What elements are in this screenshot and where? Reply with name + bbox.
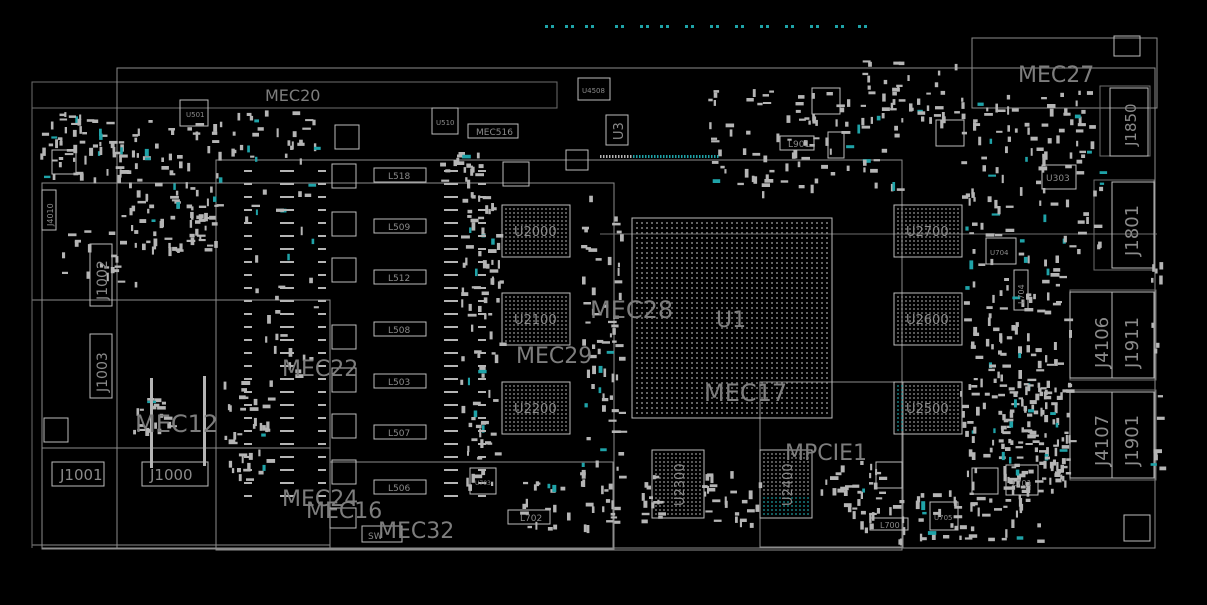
label-l507: L507 (388, 429, 410, 439)
label-u4508: U4508 (582, 87, 605, 95)
label-j4106: J4106 (1092, 317, 1113, 369)
label-u2300: U2300 (673, 463, 688, 506)
u1-bga-chip (631, 217, 833, 419)
label-j1911: J1911 (1122, 317, 1143, 369)
label-u2000: U2000 (514, 225, 557, 240)
label-j1801: J1801 (1122, 205, 1143, 257)
label-mec516: MEC516 (476, 128, 513, 138)
label-j4107: J4107 (1092, 415, 1113, 467)
label-l508: L508 (388, 326, 410, 336)
label-u2500: U2500 (906, 402, 949, 417)
label-mec22: MEC22 (282, 357, 358, 382)
label-u2400: U2400 (781, 463, 796, 506)
label-l702: L702 (520, 514, 542, 524)
label-u510: U510 (436, 119, 454, 127)
label-u703: U703 (475, 480, 491, 487)
label-l512: L512 (388, 274, 410, 284)
label-l700: L700 (880, 521, 900, 530)
part-labels: U2000 U2100 U2200 U2700 U2600 U2500 U230… (46, 87, 1143, 542)
label-u2100: U2100 (514, 313, 557, 328)
small-ic-column (43, 35, 1151, 542)
label-sw: SW (368, 532, 383, 542)
label-u1: U1 (716, 308, 746, 333)
label-j4010: J4010 (46, 203, 55, 227)
label-j1003: J1003 (95, 352, 111, 393)
label-mec32: MEC32 (378, 519, 454, 544)
label-l901: L901 (788, 140, 810, 150)
label-j1001: J1001 (59, 466, 103, 484)
label-l701: L701 (1012, 479, 1032, 488)
label-l518: L518 (388, 172, 410, 182)
label-j1002: J1002 (95, 260, 111, 301)
label-l704: L704 (1017, 284, 1026, 304)
label-u501: U501 (186, 111, 204, 119)
passive-components (40, 60, 1167, 546)
label-mec20: MEC20 (265, 86, 320, 105)
label-j1850: J1850 (1122, 103, 1140, 147)
label-u704: U704 (990, 249, 1009, 257)
label-mec27: MEC27 (1018, 63, 1094, 88)
top-pad-row (545, 25, 867, 28)
label-l509: L509 (388, 223, 410, 233)
label-l506: L506 (388, 484, 410, 494)
label-u2200: U2200 (514, 402, 557, 417)
label-mec28: MEC28 (590, 296, 673, 324)
label-u3: U3 (612, 122, 627, 140)
label-u303: U303 (1046, 174, 1070, 184)
label-u2600: U2600 (906, 313, 949, 328)
label-mec24: MEC24 (282, 487, 358, 512)
large-labels: MEC20 MEC27 MEC28 MEC29 MEC22 MEC12 MEC1… (135, 63, 1094, 544)
label-j1000: J1000 (149, 466, 193, 484)
label-u2700: U2700 (906, 225, 949, 240)
label-j1901: J1901 (1122, 415, 1143, 467)
label-u705: U705 (934, 514, 952, 522)
label-mec12: MEC12 (135, 410, 218, 438)
label-l503: L503 (388, 378, 410, 388)
label-mec17: MEC17 (704, 379, 787, 407)
label-mec16: MEC16 (306, 499, 382, 524)
inductor-column (373, 135, 1029, 531)
label-mec29: MEC29 (516, 344, 592, 369)
label-mpcie1: MPCIE1 (785, 441, 867, 466)
